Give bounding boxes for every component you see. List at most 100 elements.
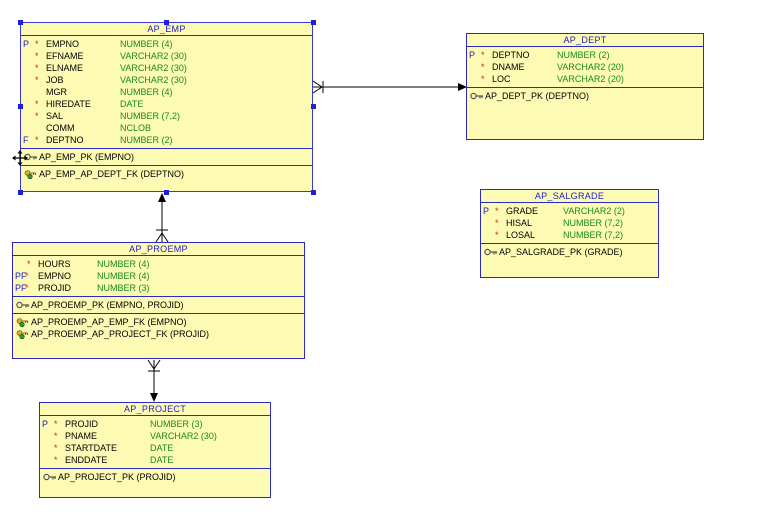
column-type: NCLOB [120, 123, 152, 133]
primary-key-section: AP_PROJECT_PK (PROJID) [40, 468, 270, 485]
required-marker: * [54, 443, 58, 453]
resize-handle-top-center[interactable] [164, 20, 169, 25]
column-name: DNAME [492, 62, 525, 72]
primary-key-row[interactable]: AP_PROJECT_PK (PROJID) [40, 471, 270, 483]
required-marker: * [25, 283, 29, 293]
column-type: VARCHAR2 (30) [120, 75, 187, 85]
column-type: VARCHAR2 (30) [120, 51, 187, 61]
primary-key-label: AP_SALGRADE_PK (GRADE) [499, 247, 623, 257]
rel-emp-dept[interactable] [312, 80, 467, 94]
column-name: EFNAME [46, 51, 84, 61]
foreign-key-section: AP_EMP_AP_DEPT_FK (DEPTNO) [21, 165, 312, 182]
resize-handle-bottom-right[interactable] [311, 190, 316, 195]
rel-proemp-project[interactable] [147, 359, 161, 402]
column-type: VARCHAR2 (30) [150, 431, 217, 441]
column-row[interactable]: * SAL NUMBER (7,2) [21, 110, 312, 122]
column-row[interactable]: * EFNAME VARCHAR2 (30) [21, 50, 312, 62]
column-name: SAL [46, 111, 64, 121]
primary-key-row[interactable]: AP_SALGRADE_PK (GRADE) [481, 246, 658, 258]
column-type: NUMBER (7,2) [563, 218, 624, 228]
column-name: PNAME [65, 431, 98, 441]
entity-title: AP_PROJECT [40, 403, 270, 416]
column-name: LOSAL [506, 230, 536, 240]
primary-key-icon [16, 301, 29, 309]
required-marker: * [35, 111, 39, 121]
primary-key-section: AP_PROEMP_PK (EMPNO, PROJID) [13, 296, 304, 313]
column-name: COMM [46, 123, 75, 133]
column-type: NUMBER (4) [97, 259, 150, 269]
required-marker: * [35, 39, 39, 49]
column-name: PROJID [65, 419, 99, 429]
primary-key-row[interactable]: AP_PROEMP_PK (EMPNO, PROJID) [13, 299, 304, 311]
column-name: HISAL [506, 218, 533, 228]
column-type: NUMBER (3) [150, 419, 203, 429]
column-type: VARCHAR2 (20) [557, 62, 624, 72]
required-marker: * [481, 62, 485, 72]
column-name: DEPTNO [492, 50, 530, 60]
primary-key-section: AP_SALGRADE_PK (GRADE) [481, 243, 658, 260]
primary-key-icon [43, 473, 56, 481]
column-name: HIREDATE [46, 99, 91, 109]
column-type: DATE [150, 443, 174, 453]
column-name: ENDDATE [65, 455, 108, 465]
resize-handle-mid-right[interactable] [311, 104, 316, 109]
column-row[interactable]: * DNAME VARCHAR2 (20) [467, 61, 703, 73]
resize-handle-bottom-center[interactable] [164, 190, 169, 195]
foreign-key-row[interactable]: AP_EMP_AP_DEPT_FK (DEPTNO) [21, 168, 312, 180]
resize-handle-mid-left[interactable] [18, 104, 23, 109]
column-name: EMPNO [46, 39, 80, 49]
column-name: PROJID [38, 283, 72, 293]
column-row[interactable]: * STARTDATE DATE [40, 442, 270, 454]
required-marker: * [35, 99, 39, 109]
primary-key-row[interactable]: AP_DEPT_PK (DEPTNO) [467, 90, 703, 102]
required-marker: * [481, 50, 485, 60]
foreign-key-icon [16, 318, 29, 327]
key-marker: P [42, 419, 49, 429]
resize-handle-bottom-left[interactable] [18, 190, 23, 195]
resize-handle-top-right[interactable] [311, 20, 316, 25]
column-name: ELNAME [46, 63, 84, 73]
move-cursor-icon [12, 150, 28, 166]
foreign-key-icon [24, 170, 37, 179]
required-marker: * [481, 74, 485, 84]
column-row[interactable]: COMM NCLOB [21, 122, 312, 134]
column-name: LOC [492, 74, 511, 84]
foreign-key-label: AP_PROEMP_AP_PROJECT_FK (PROJID) [31, 329, 210, 339]
key-marker: P [483, 206, 490, 216]
column-name: DEPTNO [46, 135, 84, 145]
resize-handle-top-left[interactable] [18, 20, 23, 25]
foreign-key-row[interactable]: AP_PROEMP_AP_EMP_FK (EMPNO) [13, 316, 304, 328]
column-type: NUMBER (7,2) [120, 111, 181, 121]
column-name: MGR [46, 87, 67, 97]
required-marker: * [27, 259, 31, 269]
required-marker: * [35, 51, 39, 61]
foreign-key-row[interactable]: AP_PROEMP_AP_PROJECT_FK (PROJID) [13, 328, 304, 340]
primary-key-row[interactable]: AP_EMP_PK (EMPNO) [21, 151, 312, 163]
column-name: STARTDATE [65, 443, 118, 453]
column-type: NUMBER (4) [97, 271, 150, 281]
rel-proemp-emp[interactable] [155, 193, 169, 243]
